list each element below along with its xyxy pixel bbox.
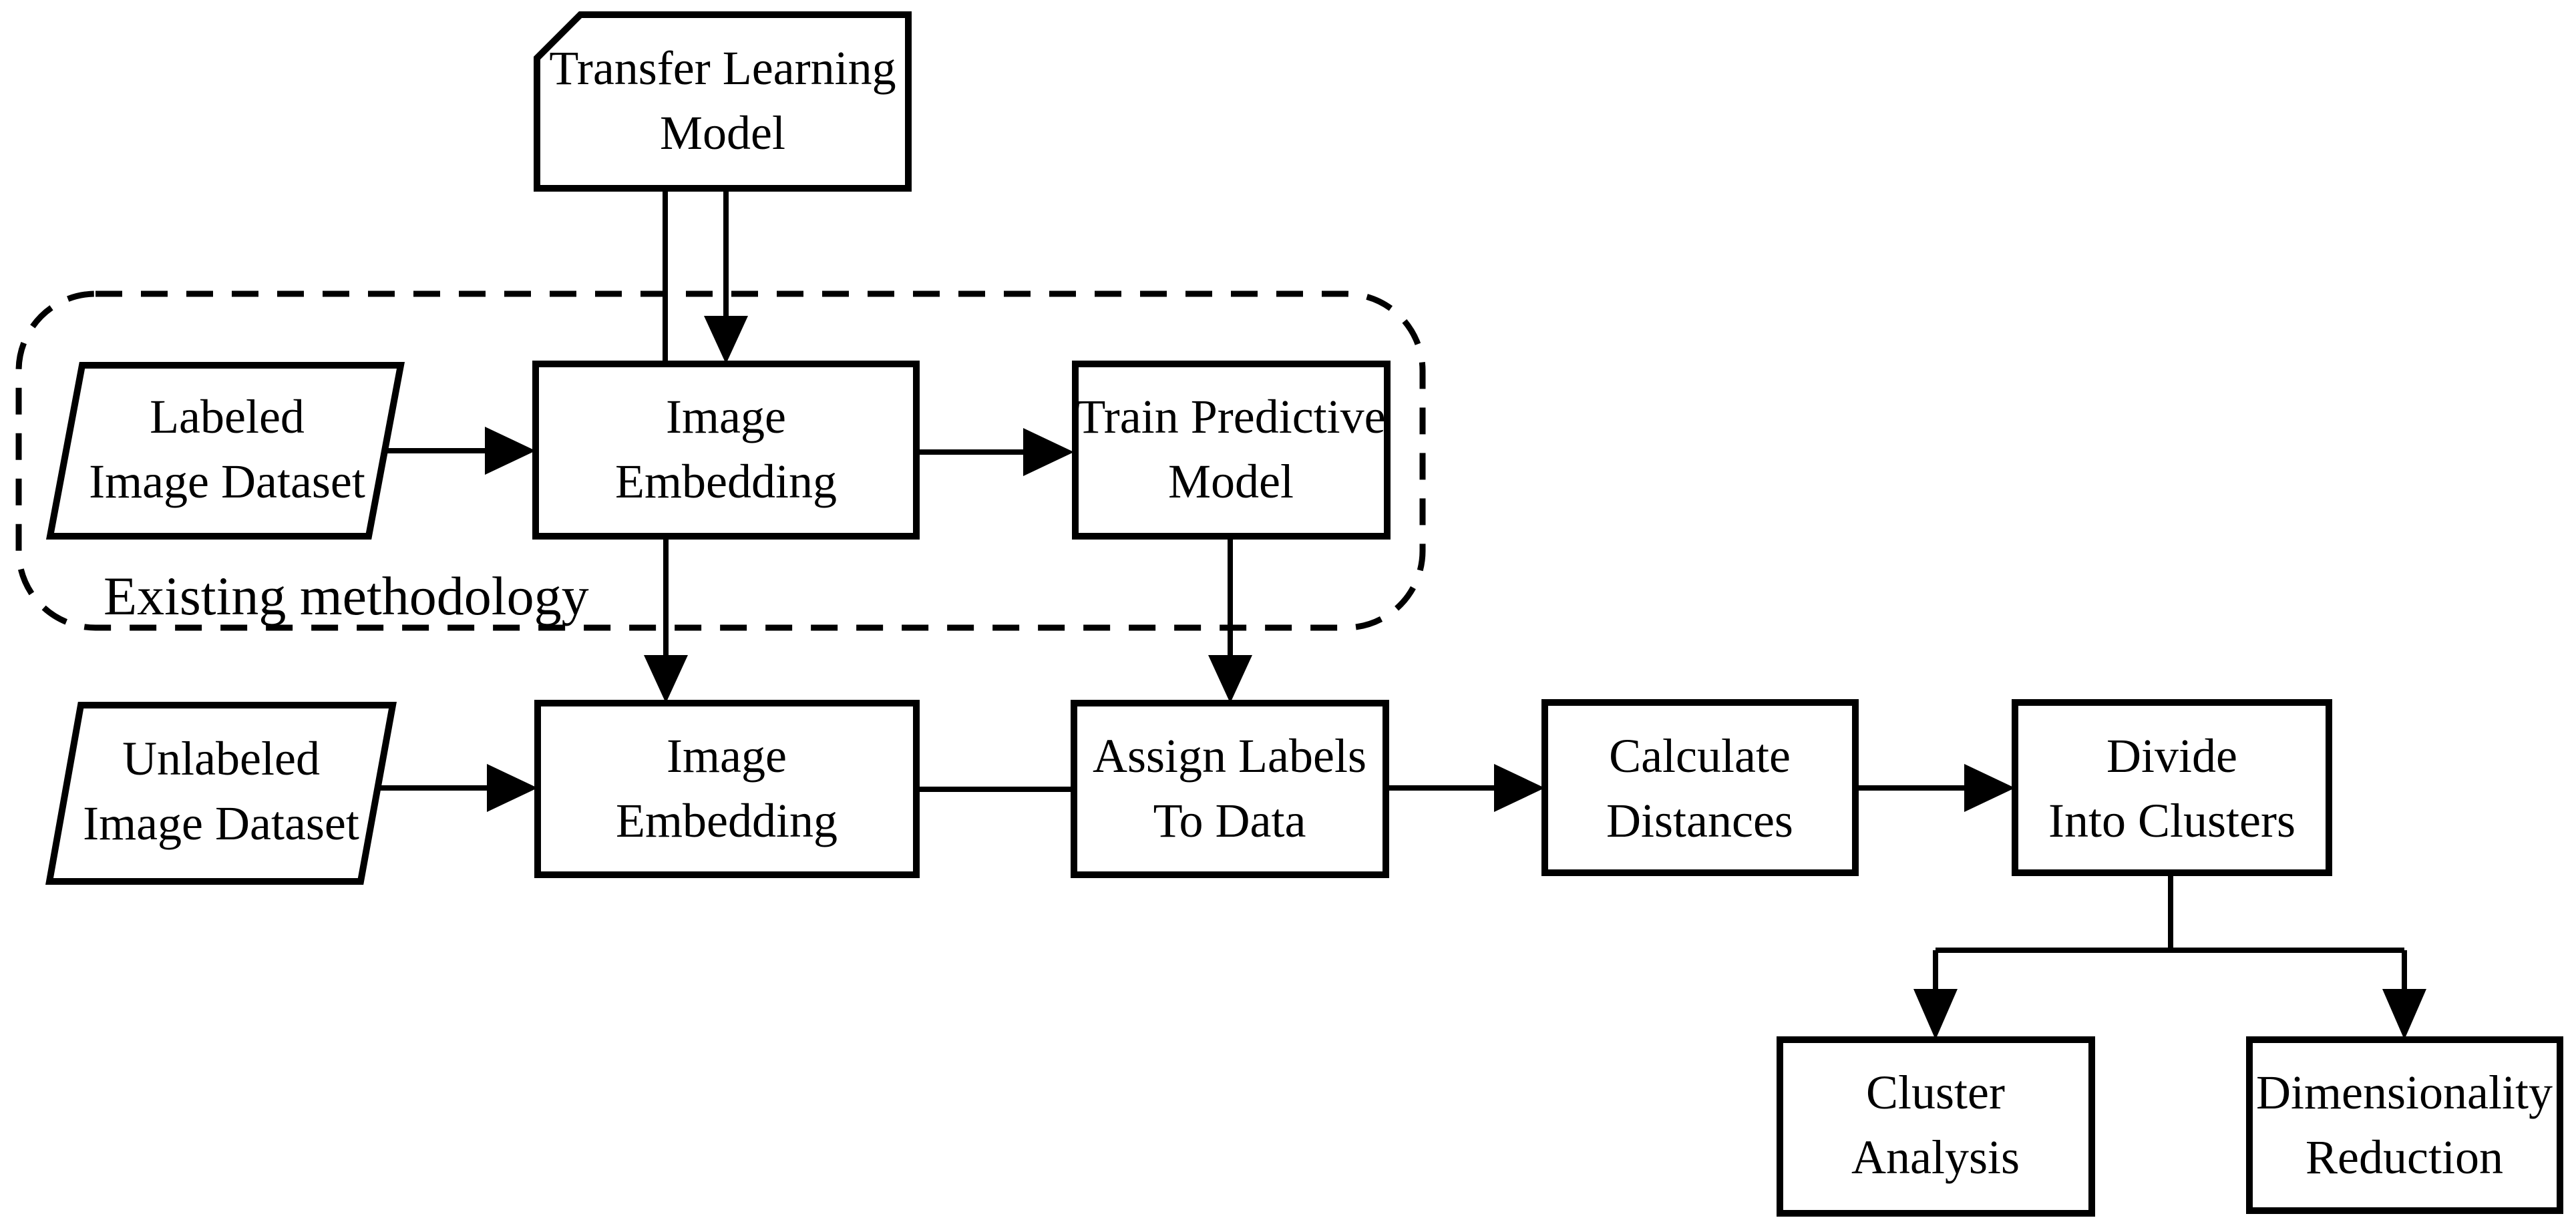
arrowhead-right-icon [1964,764,2015,812]
transfer-learning-model-shape [534,11,912,192]
node-calculate-distances: Calculate Distances [1541,699,1859,876]
cluster-analysis-shape [1777,1036,2095,1217]
image-embedding-top-label-line2: Embedding [615,455,837,508]
assign-labels-to-data-label-line2: To Data [1153,794,1306,847]
assign-labels-to-data-label-line1: Assign Labels [1093,729,1366,783]
edge-divide-branch [1933,873,2407,992]
labeled-image-dataset-shape [45,362,405,540]
arrowhead-down-icon [644,655,688,703]
arrowhead-right-icon [485,427,536,475]
unlabeled-image-dataset-shape [45,702,397,885]
transfer-learning-model-label-line2: Model [660,106,785,160]
divide-into-clusters-shape [2012,699,2332,876]
node-train-predictive-model: Train Predictive Model [1072,361,1391,540]
labeled-image-dataset-label-line2: Image Dataset [89,455,365,508]
unlabeled-image-dataset-label-line2: Image Dataset [83,797,359,850]
cluster-analysis-label-line2: Analysis [1851,1131,2020,1184]
node-unlabeled-image-dataset: Unlabeled Image Dataset [45,702,397,885]
calculate-distances-shape [1541,699,1859,876]
existing-methodology-container [15,290,1426,631]
calculate-distances-label-line2: Distances [1606,794,1793,847]
arrowhead-right-icon [1023,428,1074,476]
arrowhead-down-icon [704,316,748,364]
transfer-learning-model-label-line1: Transfer Learning [549,41,896,95]
arrowhead-down-icon [2382,989,2426,1040]
image-embedding-bottom-label-line2: Embedding [616,794,838,847]
train-predictive-model-label-line1: Train Predictive [1076,390,1385,443]
arrowhead-right-icon [1494,764,1545,812]
existing-methodology-label: Existing methodology [104,566,589,626]
node-image-embedding-top: Image Embedding [532,361,920,540]
dimensionality-reduction-shape [2246,1036,2563,1214]
train-predictive-model-shape [1072,361,1391,540]
unlabeled-image-dataset-label-line1: Unlabeled [122,732,320,785]
image-embedding-bottom-shape [534,700,920,878]
image-embedding-bottom-label-line1: Image [667,729,787,783]
image-embedding-top-label-line1: Image [666,390,786,443]
image-embedding-top-shape [532,361,920,540]
calculate-distances-label-line1: Calculate [1609,729,1791,783]
arrowhead-down-icon [1913,989,1958,1040]
node-transfer-learning-model: Transfer Learning Model [534,11,912,192]
node-labeled-image-dataset: Labeled Image Dataset [45,362,405,540]
cluster-analysis-label-line1: Cluster [1866,1066,2005,1119]
assign-labels-to-data-shape [1071,700,1389,878]
node-assign-labels-to-data: Assign Labels To Data [1071,700,1389,878]
labeled-image-dataset-label-line1: Labeled [150,390,305,443]
node-image-embedding-bottom: Image Embedding [534,700,920,878]
arrowhead-down-icon [1208,655,1252,703]
node-divide-into-clusters: Divide Into Clusters [2012,699,2332,876]
divide-into-clusters-label-line1: Divide [2106,729,2237,783]
arrowhead-right-icon [487,764,538,812]
divide-into-clusters-label-line2: Into Clusters [2048,794,2295,847]
node-cluster-analysis: Cluster Analysis [1777,1036,2095,1217]
dimensionality-reduction-label-line2: Reduction [2306,1131,2503,1184]
train-predictive-model-label-line2: Model [1168,455,1294,508]
dimensionality-reduction-label-line1: Dimensionality [2256,1066,2553,1119]
node-dimensionality-reduction: Dimensionality Reduction [2246,1036,2563,1214]
